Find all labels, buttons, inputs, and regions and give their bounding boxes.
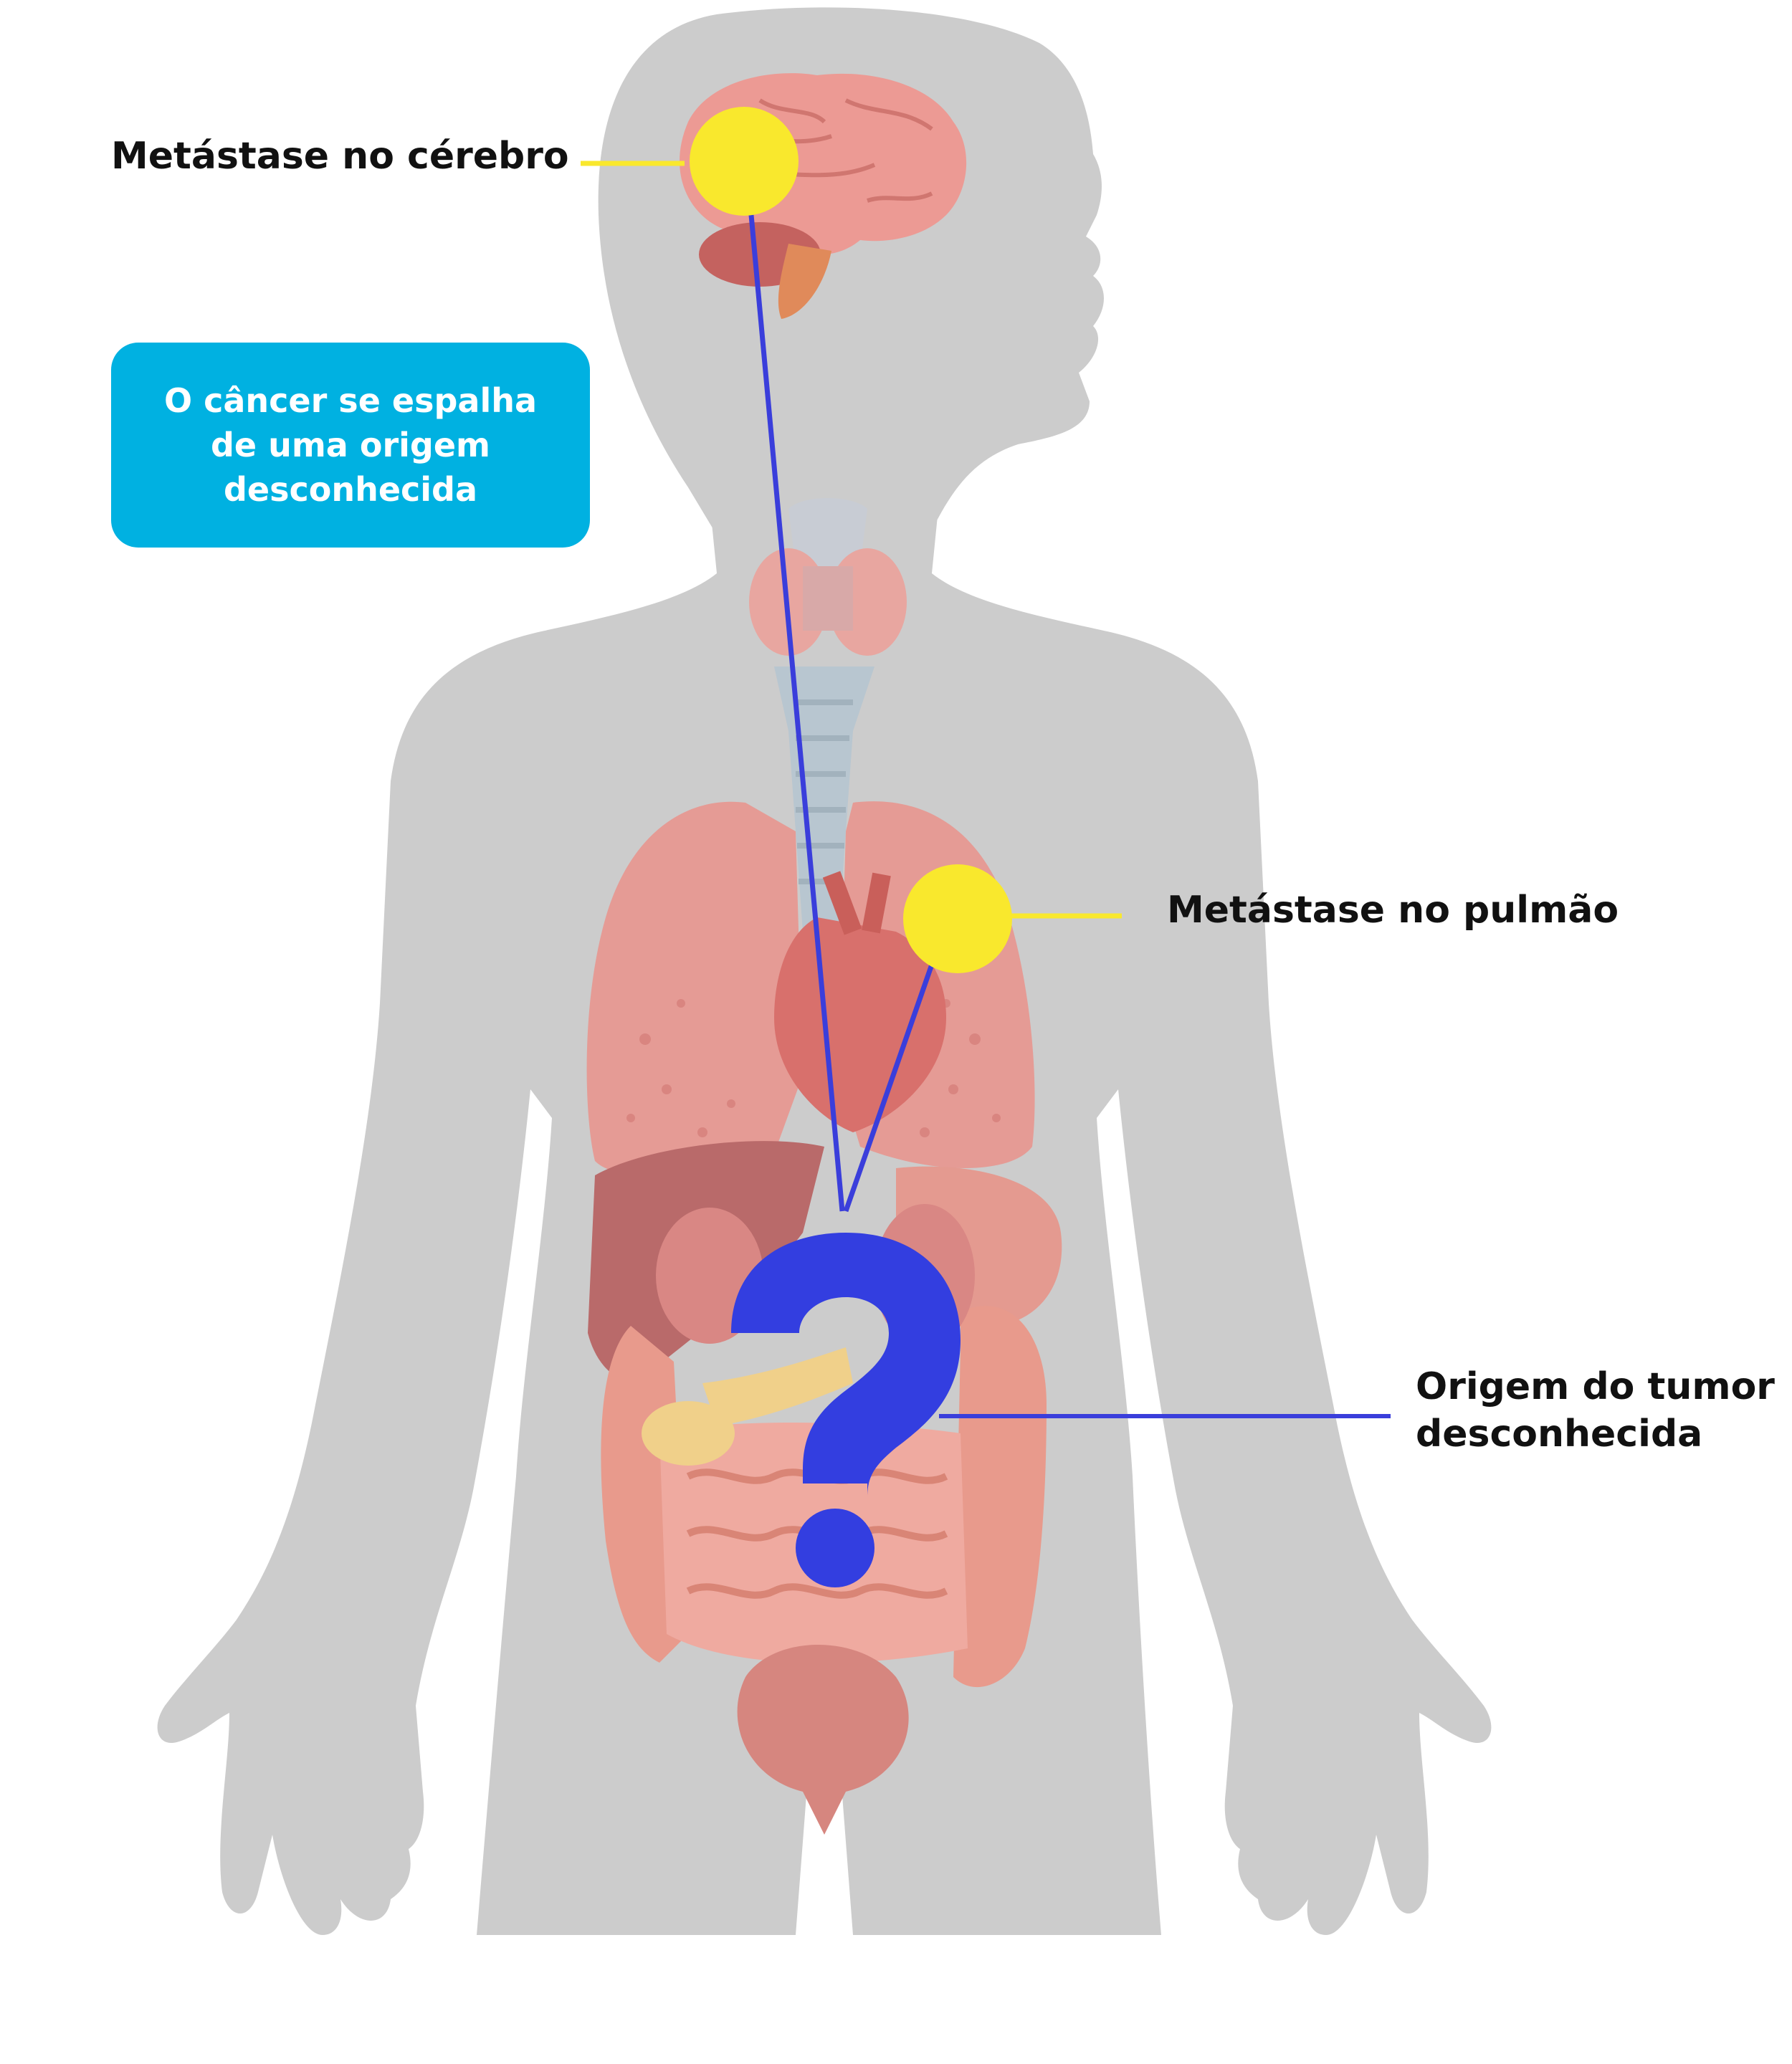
brain-connector-line [748, 214, 845, 1212]
brain-metastasis-marker [690, 107, 799, 216]
info-callout-line3: desconhecida [223, 470, 478, 509]
connectors [581, 161, 1391, 1418]
unknown-origin-label: Origem do tumor desconhecida [1416, 1363, 1775, 1458]
lung-connector-line [843, 959, 936, 1213]
info-callout-line2: de uma origem [210, 426, 490, 464]
unknown-origin-label-line2: desconhecida [1416, 1413, 1703, 1456]
brain-metastasis-label: Metástase no cérebro [111, 135, 569, 178]
info-callout-box: O câncer se espalha de uma origem descon… [111, 343, 590, 548]
heart-icon [774, 871, 946, 1132]
unknown-origin-label-line1: Origem do tumor [1416, 1365, 1775, 1408]
question-mark-icon [731, 1233, 961, 1587]
info-callout-line1: O câncer se espalha [163, 381, 538, 420]
bladder-icon [737, 1645, 909, 1835]
lung-metastasis-label: Metástase no pulmão [1167, 889, 1619, 932]
lung-metastasis-marker [903, 864, 1012, 973]
